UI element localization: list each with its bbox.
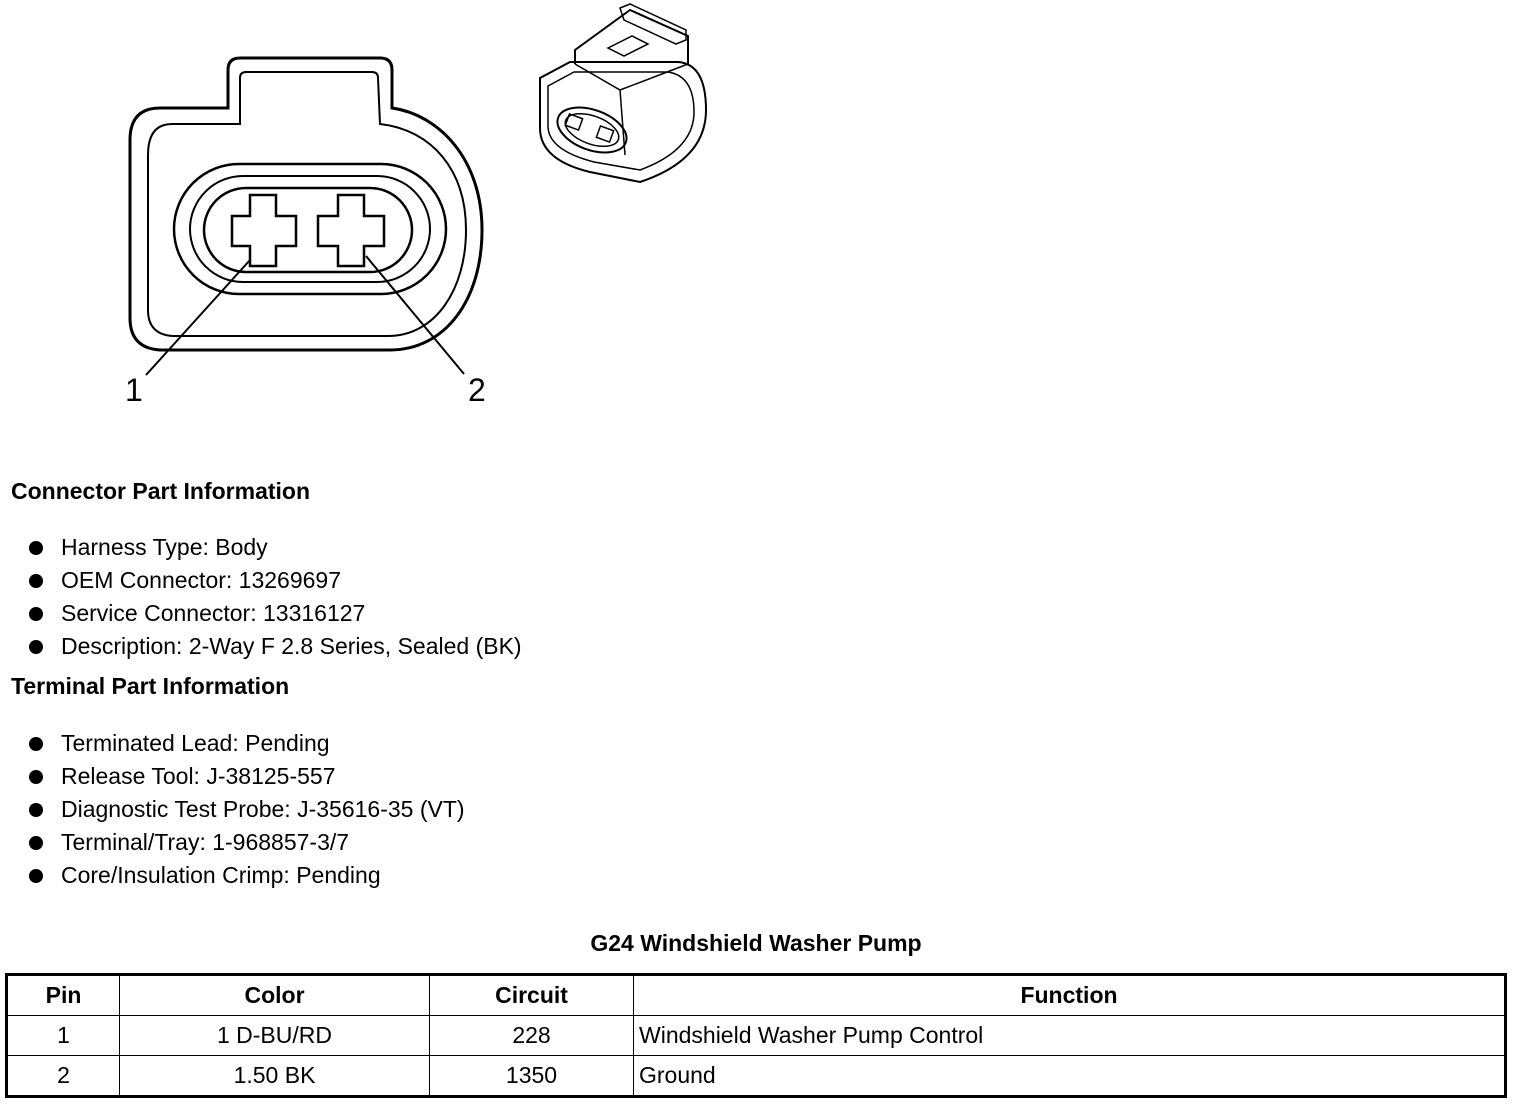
bullet-icon bbox=[29, 541, 43, 555]
list-item: Diagnostic Test Probe: J-35616-35 (VT) bbox=[28, 793, 465, 826]
list-item-text: Core/Insulation Crimp: Pending bbox=[61, 862, 381, 888]
cell-pin: 1 bbox=[6, 1015, 120, 1056]
bullet-icon bbox=[29, 836, 43, 850]
list-item: Terminal/Tray: 1-968857-3/7 bbox=[28, 826, 465, 859]
bullet-icon bbox=[29, 737, 43, 751]
list-item: Description: 2-Way F 2.8 Series, Sealed … bbox=[28, 630, 522, 663]
connector-housing-inner bbox=[147, 71, 468, 337]
terminal-cavity-1 bbox=[230, 193, 298, 268]
connector-info-list: Harness Type: Body OEM Connector: 132696… bbox=[28, 531, 522, 663]
bullet-icon bbox=[29, 869, 43, 883]
leader-line-pin-1 bbox=[145, 259, 251, 376]
table-title: G24 Windshield Washer Pump bbox=[590, 930, 922, 956]
header-function: Function bbox=[633, 974, 1506, 1016]
terminal-cavity-2 bbox=[316, 193, 386, 268]
list-item: Core/Insulation Crimp: Pending bbox=[28, 859, 465, 892]
connector-3d-view bbox=[539, 3, 708, 184]
terminal-info-list: Terminated Lead: Pending Release Tool: J… bbox=[28, 727, 465, 892]
table-row: 2 1.50 BK 1350 Ground bbox=[6, 1055, 1506, 1097]
connector-info-heading: Connector Part Information bbox=[11, 478, 311, 504]
list-item-text: Service Connector: 13316127 bbox=[61, 600, 366, 626]
bullet-icon bbox=[29, 640, 43, 654]
table-row: 1 1 D-BU/RD 228 Windshield Washer Pump C… bbox=[6, 1015, 1506, 1056]
connector-face-diagram bbox=[128, 3, 708, 376]
header-pin: Pin bbox=[6, 974, 120, 1016]
bullet-icon bbox=[29, 803, 43, 817]
table-header-row: Pin Color Circuit Function bbox=[6, 974, 1506, 1016]
bullet-icon bbox=[29, 607, 43, 621]
list-item-text: Description: 2-Way F 2.8 Series, Sealed … bbox=[61, 633, 522, 659]
list-item: OEM Connector: 13269697 bbox=[28, 564, 522, 597]
terminal-info-heading: Terminal Part Information bbox=[11, 673, 290, 699]
list-item-text: Harness Type: Body bbox=[61, 534, 268, 560]
list-item: Terminated Lead: Pending bbox=[28, 727, 465, 760]
bullet-icon bbox=[29, 770, 43, 784]
list-item-text: Terminated Lead: Pending bbox=[61, 730, 330, 756]
seal-ring-middle bbox=[189, 175, 431, 283]
list-item: Harness Type: Body bbox=[28, 531, 522, 564]
header-circuit: Circuit bbox=[429, 974, 634, 1016]
pin-label-2: 2 bbox=[468, 372, 486, 408]
list-item-text: OEM Connector: 13269697 bbox=[61, 567, 342, 593]
list-item-text: Release Tool: J-38125-557 bbox=[61, 763, 336, 789]
cell-function: Windshield Washer Pump Control bbox=[633, 1015, 1506, 1056]
leader-line-pin-2 bbox=[365, 255, 465, 375]
cell-pin: 2 bbox=[6, 1055, 120, 1097]
cell-circuit: 1350 bbox=[429, 1055, 634, 1097]
header-color: Color bbox=[119, 974, 430, 1016]
cell-color: 1 D-BU/RD bbox=[119, 1015, 430, 1056]
bullet-icon bbox=[29, 574, 43, 588]
seal-ring-inner bbox=[202, 186, 414, 274]
list-item: Release Tool: J-38125-557 bbox=[28, 760, 465, 793]
connector-housing-outline bbox=[128, 56, 484, 352]
cell-circuit: 228 bbox=[429, 1015, 634, 1056]
list-item: Service Connector: 13316127 bbox=[28, 597, 522, 630]
list-item-text: Terminal/Tray: 1-968857-3/7 bbox=[61, 829, 350, 855]
cell-color: 1.50 BK bbox=[119, 1055, 430, 1097]
pinout-table: Pin Color Circuit Function 1 1 D-BU/RD 2… bbox=[5, 973, 1507, 1098]
pin-label-1: 1 bbox=[125, 372, 143, 408]
cell-function: Ground bbox=[633, 1055, 1506, 1097]
seal-ring-outer bbox=[172, 162, 448, 296]
list-item-text: Diagnostic Test Probe: J-35616-35 (VT) bbox=[61, 796, 465, 822]
